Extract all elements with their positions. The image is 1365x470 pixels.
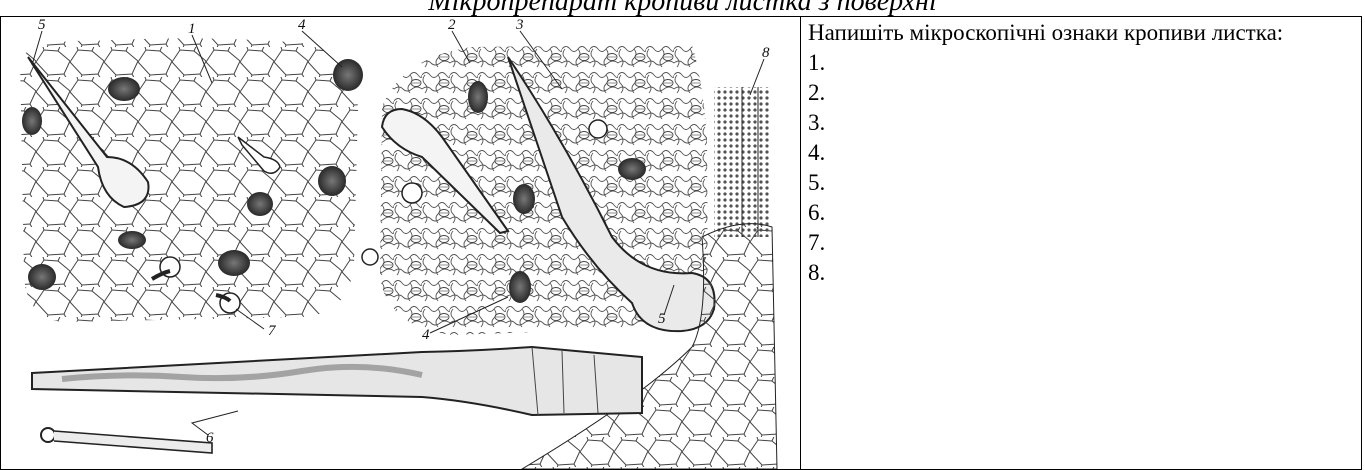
table-divider [800,16,801,470]
callout-2: 2 [448,17,456,33]
answer-item-8[interactable]: 8. [808,258,1360,288]
answer-item-6[interactable]: 6. [808,198,1360,228]
answer-item-2[interactable]: 2. [808,78,1360,108]
hair-tip [41,428,212,453]
upper-epidermis-section [20,38,363,322]
lower-epidermis-section [362,45,715,335]
answer-item-3[interactable]: 3. [808,108,1360,138]
callout-4a: 4 [298,17,306,33]
task-instruction: Напишіть мікроскопічні ознаки кропиви ли… [808,18,1360,48]
callout-5a: 5 [38,17,46,33]
answer-item-4[interactable]: 4. [808,138,1360,168]
answer-item-7[interactable]: 7. [808,228,1360,258]
callout-7: 7 [268,323,277,339]
callout-6: 6 [206,430,214,446]
answer-item-1[interactable]: 1. [808,48,1360,78]
task-panel: Напишіть мікроскопічні ознаки кропиви ли… [808,18,1360,288]
callout-1: 1 [188,21,196,37]
answer-list: 1. 2. 3. 4. 5. 6. 7. 8. [808,48,1360,288]
nettle-leaf-figure: 5 1 4 2 3 8 7 4 5 6 [2,17,799,469]
answer-item-5[interactable]: 5. [808,168,1360,198]
callout-8: 8 [762,45,770,61]
callout-4b: 4 [422,327,430,343]
nettle-leaf-illustration: 5 1 4 2 3 8 7 4 5 6 [2,17,799,469]
stinging-hair-large [32,347,642,415]
callout-3: 3 [515,17,524,33]
